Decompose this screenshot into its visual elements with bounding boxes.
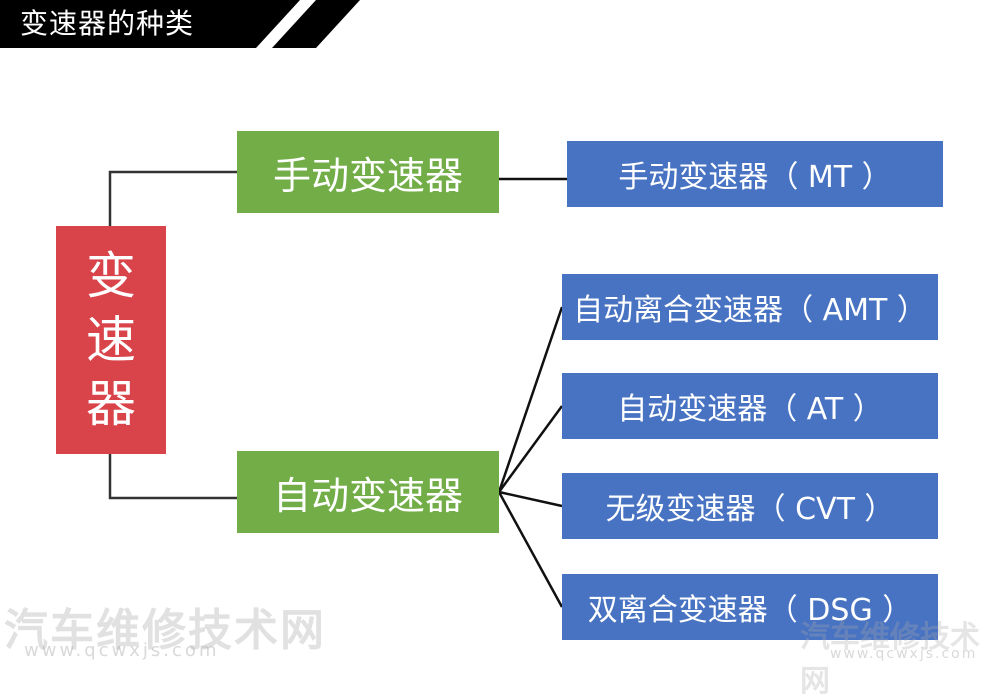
watermark-right-url: www.qcwxjs.com xyxy=(830,646,978,662)
leaf-amt: 自动离合变速器（ AMT ） xyxy=(562,274,938,340)
branch-manual: 手动变速器 xyxy=(237,131,499,213)
leaf-at: 自动变速器（ AT ） xyxy=(562,373,938,439)
title-bar: 变速器的种类 xyxy=(0,0,360,48)
connector-root-automatic xyxy=(108,454,238,500)
leaf-mt-label: 手动变速器（ MT ） xyxy=(618,160,892,195)
root-node: 变速器 xyxy=(56,226,166,454)
title-bar-shape xyxy=(0,0,360,48)
branch-automatic: 自动变速器 xyxy=(237,451,499,533)
connector-auto-amt xyxy=(497,306,564,493)
leaf-cvt: 无级变速器（ CVT ） xyxy=(562,473,938,539)
branch-manual-label: 手动变速器 xyxy=(272,153,463,198)
leaf-mt: 手动变速器（ MT ） xyxy=(567,141,943,207)
leaf-at-label: 自动变速器（ AT ） xyxy=(617,392,883,427)
connector-lines xyxy=(108,170,567,608)
page-title: 变速器的种类 xyxy=(20,7,195,40)
watermark-left: 汽车维修技术网 xyxy=(4,605,326,656)
leaf-amt-label: 自动离合变速器（ AMT ） xyxy=(573,293,927,328)
connector-root-manual xyxy=(108,170,238,226)
leaf-cvt-label: 无级变速器（ CVT ） xyxy=(605,492,895,527)
leaf-dsg: 双离合变速器（ DSG ） xyxy=(562,574,938,640)
connector-auto-at xyxy=(497,405,564,493)
leaf-dsg-label: 双离合变速器（ DSG ） xyxy=(587,593,913,628)
root-node-label: 变速器 xyxy=(86,247,136,433)
watermark-left-url: www.qcwxjs.com xyxy=(24,640,220,661)
connector-auto-dsg xyxy=(497,491,564,608)
connector-auto-cvt xyxy=(498,490,563,508)
branch-automatic-label: 自动变速器 xyxy=(272,473,463,518)
